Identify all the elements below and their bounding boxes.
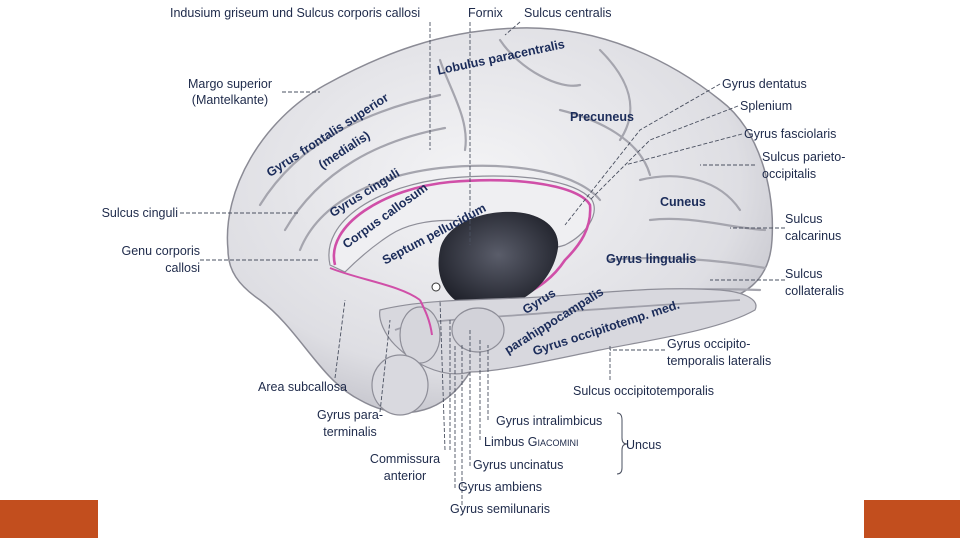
label-sulcus-occipitotemporalis: Sulcus occipitotemporalis xyxy=(573,384,715,398)
label-terminalis: terminalis xyxy=(323,425,377,439)
label-callosi: callosi xyxy=(165,261,200,275)
label-commissura: Commissura xyxy=(369,452,441,466)
label-genu-corporis: Genu corporis xyxy=(121,244,200,258)
label-gyrus-lingualis: Gyrus lingualis xyxy=(606,252,697,266)
label-gyrus-uncinatus: Gyrus uncinatus xyxy=(473,458,564,472)
leader-lines xyxy=(180,21,785,505)
label-limbus-giacomini: Limbus Giacomini xyxy=(484,435,579,449)
uncus-shape xyxy=(451,307,505,353)
label-splenium: Splenium xyxy=(740,99,793,113)
label-gyrus-occipito-1: Gyrus occipito- xyxy=(667,337,751,351)
label-precuneus: Precuneus xyxy=(570,110,634,124)
label-gyrus-semilunaris: Gyrus semilunaris xyxy=(450,502,551,516)
label-margo-superior: Margo superior xyxy=(187,77,273,91)
label-sulcus-calcarinus-2: calcarinus xyxy=(785,229,842,243)
label-sulcus-parieto: Sulcus parieto- xyxy=(762,150,846,164)
label-mantelkante: (Mantelkante) xyxy=(191,93,269,107)
label-sulcus-centralis: Sulcus centralis xyxy=(524,6,612,20)
uncus-bracket xyxy=(616,412,628,475)
label-sulcus-calcarinus-1: Sulcus xyxy=(785,212,823,226)
label-anterior: anterior xyxy=(383,469,427,483)
label-indusium-griseum: Indusium griseum und Sulcus corporis cal… xyxy=(170,6,421,20)
label-sulcus-collateralis-2: collateralis xyxy=(785,284,845,298)
label-limbus: Limbus xyxy=(484,435,525,449)
gyri-folds xyxy=(258,38,767,302)
label-giacomini: Giacomini xyxy=(527,435,579,449)
label-gyrus-ambiens: Gyrus ambiens xyxy=(458,480,543,494)
label-area-subcallosa: Area subcallosa xyxy=(258,380,347,394)
label-gyrus-occipito-2: temporalis lateralis xyxy=(667,354,772,368)
corpus-callosum-highlight xyxy=(332,179,592,302)
footer-bar-left xyxy=(0,500,100,538)
label-gyrus-dentatus: Gyrus dentatus xyxy=(722,77,807,91)
label-occipitalis: occipitalis xyxy=(762,167,817,181)
footer-accent-bar xyxy=(0,500,960,540)
corpus-callosum-shape xyxy=(328,175,595,273)
label-sulcus-collateralis-1: Sulcus xyxy=(785,267,823,281)
footer-bar-right xyxy=(862,500,960,538)
label-fornix: Fornix xyxy=(468,6,503,20)
label-gyrus-para: Gyrus para- xyxy=(317,408,383,422)
label-cuneus: Cuneus xyxy=(660,195,706,209)
label-uncus: Uncus xyxy=(626,438,662,452)
label-gyrus-fasciolaris: Gyrus fasciolaris xyxy=(744,127,837,141)
label-sulcus-cinguli: Sulcus cinguli xyxy=(101,206,178,220)
label-gyrus-intralimbicus: Gyrus intralimbicus xyxy=(496,414,603,428)
lateral-ventricle xyxy=(438,211,559,308)
